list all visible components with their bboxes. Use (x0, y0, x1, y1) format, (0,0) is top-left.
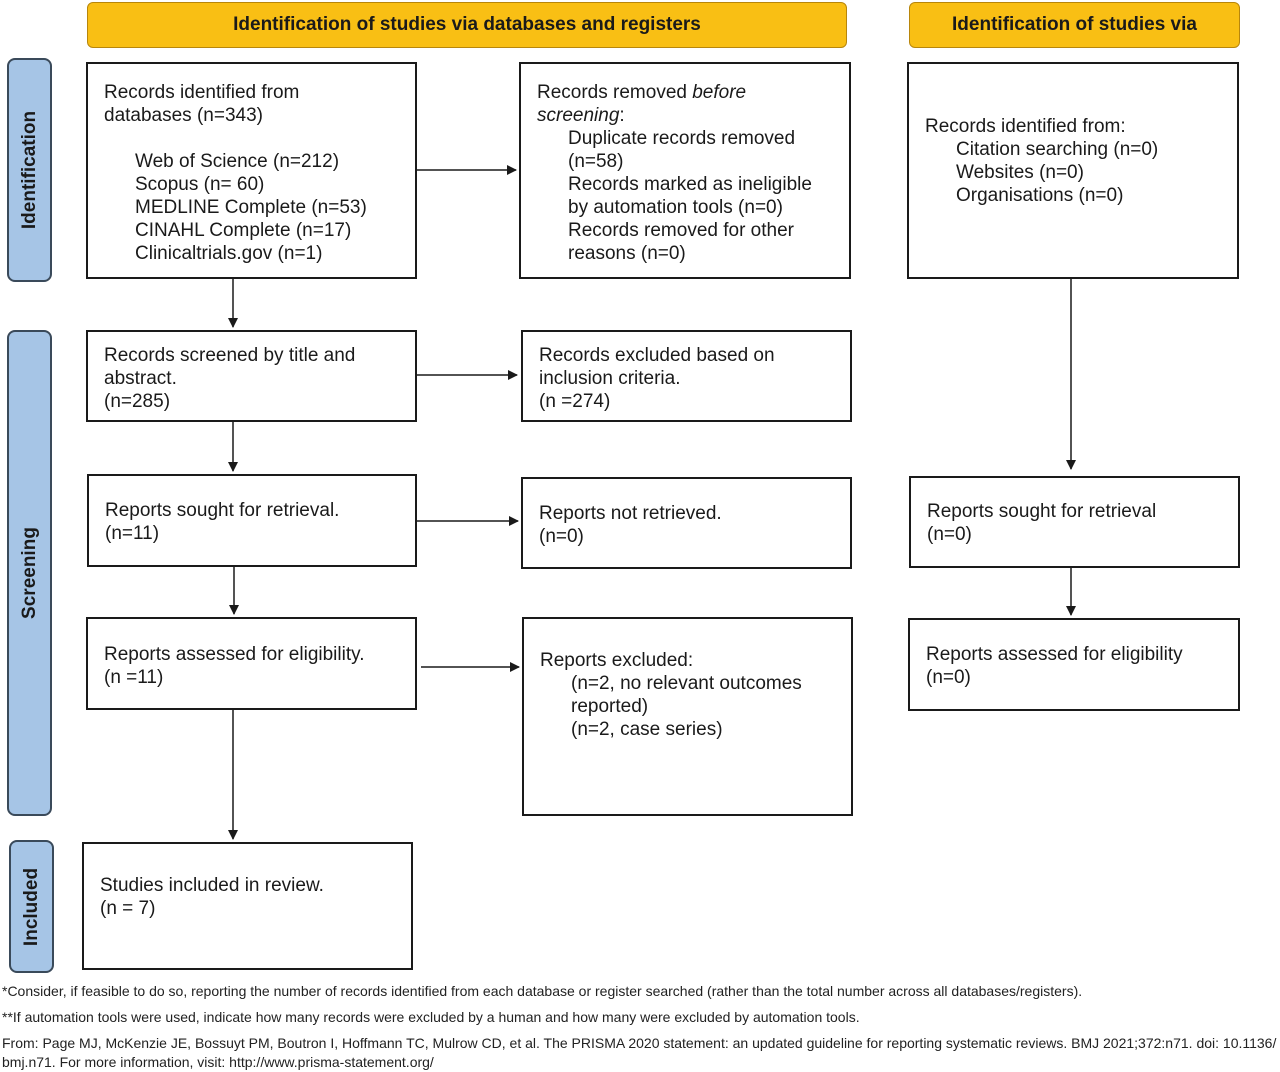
databases-header: Identification of studies via databases … (87, 2, 847, 48)
phase-included-label: Included (20, 867, 42, 946)
identified-line-1: Records identified from (104, 82, 300, 103)
included-line-2: (n = 7) (100, 898, 156, 919)
other-sought-line-2: (n=0) (927, 524, 972, 545)
source-scopus: Scopus (n= 60) (135, 174, 265, 195)
other-reports-sought-box: Reports sought for retrieval (n=0) (909, 476, 1240, 568)
removed-line-3: Records marked as ineligible (568, 174, 812, 195)
footnote-automation: **If automation tools were used, indicat… (2, 1009, 860, 1025)
sought-line-1: Reports sought for retrieval. (105, 500, 340, 521)
other-records-identified-box: Records identified from: Citation search… (907, 62, 1239, 279)
footnote-consider: *Consider, if feasible to do so, reporti… (2, 983, 1083, 999)
records-excluded-box: Records excluded based on inclusion crit… (521, 330, 852, 422)
reports-excluded-box: Reports excluded: (n=2, no relevant outc… (522, 617, 853, 816)
other-assessed-line-1: Reports assessed for eligibility (926, 644, 1183, 665)
footnote-source-line-1: From: Page MJ, McKenzie JE, Bossuyt PM, … (2, 1035, 1277, 1051)
source-clinicaltrials: Clinicaltrials.gov (n=1) (135, 243, 323, 264)
included-line-1: Studies included in review. (100, 875, 324, 896)
reports-excluded-line-2: reported) (571, 696, 649, 717)
phase-identification: Identification (7, 58, 52, 282)
footnote-source-line-2: bmj.n71. For more information, visit: ht… (2, 1054, 434, 1070)
other-citation-searching: Citation searching (n=0) (956, 139, 1159, 160)
phase-screening-label: Screening (18, 527, 40, 619)
reports-not-retrieved-box: Reports not retrieved. (n=0) (521, 477, 852, 569)
phase-identification-label: Identification (18, 110, 40, 230)
other-websites: Websites (n=0) (956, 162, 1084, 183)
reports-excluded-line-3: (n=2, case series) (571, 719, 723, 740)
removed-line-6: reasons (n=0) (568, 243, 686, 264)
excluded-line-2: inclusion criteria. (539, 368, 681, 389)
phase-included: Included (9, 840, 54, 973)
sought-line-2: (n=11) (105, 523, 160, 544)
records-removed-box: Records removed before screening: Duplic… (519, 62, 851, 279)
other-assessed-line-2: (n=0) (926, 667, 971, 688)
source-web-of-science: Web of Science (n=212) (135, 151, 340, 172)
excluded-line-3: (n =274) (539, 391, 611, 412)
screened-line-3: (n=285) (104, 391, 171, 412)
other-reports-assessed-box: Reports assessed for eligibility (n=0) (908, 618, 1240, 711)
other-sought-line-1: Reports sought for retrieval (927, 501, 1157, 522)
assessed-line-1: Reports assessed for eligibility. (104, 644, 365, 665)
not-retrieved-line-2: (n=0) (539, 526, 584, 547)
reports-assessed-box: Reports assessed for eligibility. (n =11… (86, 617, 417, 710)
identified-line-2: databases (n=343) (104, 105, 263, 126)
screened-line-2: abstract. (104, 368, 177, 389)
other-identified-title: Records identified from: (925, 116, 1126, 137)
phase-screening: Screening (7, 330, 52, 816)
assessed-line-2: (n =11) (104, 667, 164, 688)
records-identified-box: Records identified from databases (n=343… (86, 62, 417, 279)
reports-excluded-title: Reports excluded: (540, 650, 694, 671)
source-medline: MEDLINE Complete (n=53) (135, 197, 367, 218)
excluded-line-1: Records excluded based on (539, 345, 775, 366)
source-cinahl: CINAHL Complete (n=17) (135, 220, 352, 241)
other-sources-header: Identification of studies via (909, 2, 1240, 48)
removed-line-4: by automation tools (n=0) (568, 197, 783, 218)
other-organisations: Organisations (n=0) (956, 185, 1124, 206)
studies-included-box: Studies included in review. (n = 7) (82, 842, 413, 970)
removed-line-1: Duplicate records removed (568, 128, 796, 149)
removed-title-cont: screening: (537, 105, 625, 126)
removed-title: Records removed before (537, 82, 747, 103)
reports-sought-box: Reports sought for retrieval. (n=11) (87, 474, 417, 567)
removed-line-2: (n=58) (568, 151, 624, 172)
records-screened-box: Records screened by title and abstract. … (86, 330, 417, 422)
reports-excluded-line-1: (n=2, no relevant outcomes (571, 673, 802, 694)
not-retrieved-line-1: Reports not retrieved. (539, 503, 722, 524)
removed-line-5: Records removed for other (568, 220, 794, 241)
screened-line-1: Records screened by title and (104, 345, 356, 366)
